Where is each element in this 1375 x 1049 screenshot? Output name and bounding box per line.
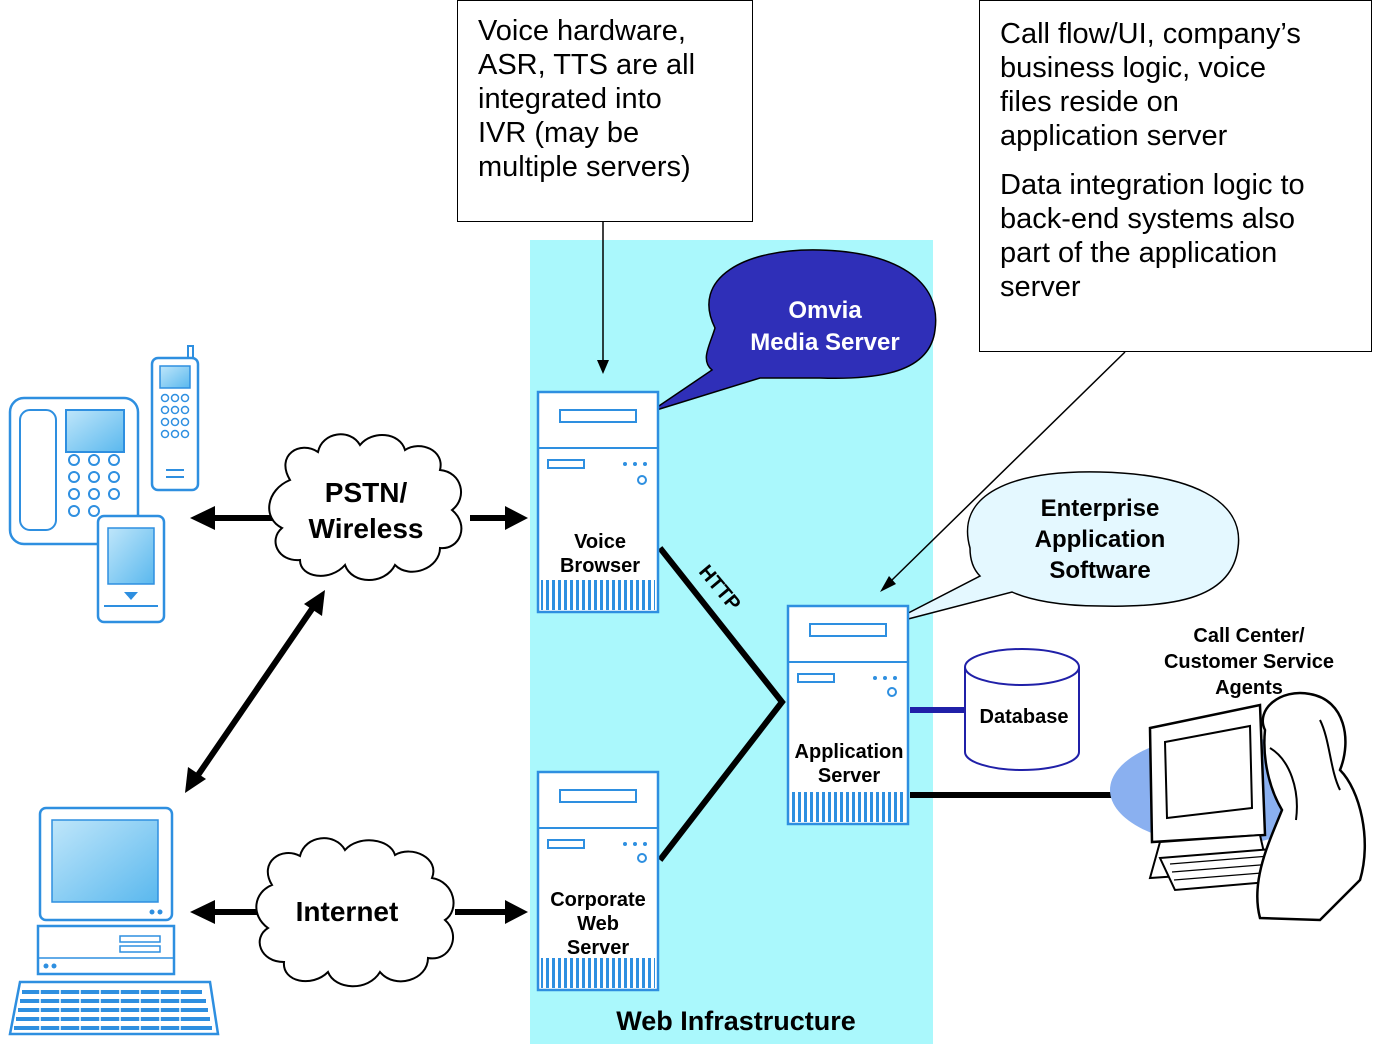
- call-center-agent-icon: [1110, 691, 1366, 922]
- database-cylinder: [964, 648, 1080, 771]
- application-server-line2: Server: [818, 765, 880, 787]
- omvia-line2: Media Server: [750, 329, 899, 356]
- application-server-line1: Application: [795, 741, 904, 763]
- agents-line3: Agents: [1215, 677, 1283, 699]
- arrows: [185, 506, 528, 924]
- cloud-labels: PSTN/ Wireless Internet: [296, 477, 424, 927]
- ivr-callout-line2: ASR, TTS are all: [478, 49, 696, 81]
- agents-line1: Call Center/: [1193, 625, 1305, 647]
- desk-phone-icon: [8, 396, 140, 546]
- server-labels: Voice Browser Corporate Web Server Appli…: [550, 531, 903, 959]
- corporate-web-line3: Server: [567, 937, 629, 959]
- omvia-line1: Omvia: [788, 297, 862, 324]
- web-infrastructure-label: Web Infrastructure: [616, 1006, 856, 1036]
- ivr-callout-line4: IVR (may be: [478, 117, 640, 149]
- ivr-callout-line3: integrated into: [478, 83, 662, 115]
- app-callout-p1-line3: files reside on: [1000, 86, 1179, 118]
- voice-browser-line2: Browser: [560, 555, 640, 577]
- app-callout-p2-line1: Data integration logic to: [1000, 169, 1305, 201]
- corporate-web-server: [536, 770, 660, 992]
- agents-line2: Customer Service: [1164, 651, 1334, 673]
- omvia-bubble: [649, 249, 937, 413]
- enterprise-line3: Software: [1049, 557, 1150, 584]
- app-callout-p2-line3: part of the application: [1000, 237, 1278, 269]
- desktop-computer-icon: [8, 806, 220, 1036]
- http-link: [657, 546, 786, 862]
- pda-icon: [96, 514, 166, 624]
- application-server: [786, 604, 910, 826]
- ivr-callout-line5: multiple servers): [478, 151, 691, 183]
- enterprise-line1: Enterprise: [1041, 495, 1160, 522]
- pstn-cloud: [268, 433, 463, 581]
- ivr-callout-line1: Voice hardware,: [478, 15, 686, 47]
- app-callout-p2-line4: server: [1000, 271, 1081, 303]
- internet-cloud: [255, 837, 455, 988]
- cordless-phone-icon: [150, 345, 200, 492]
- enterprise-line2: Application: [1035, 526, 1166, 553]
- voice-browser-server: [536, 390, 660, 614]
- enterprise-bubble-text: Enterprise Application Software: [1035, 495, 1166, 584]
- app-callout-p1-line4: application server: [1000, 120, 1228, 152]
- pstn-label-line2: Wireless: [309, 513, 424, 544]
- app-callout-p1-line1: Call flow/UI, company’s: [1000, 18, 1301, 50]
- internet-label: Internet: [296, 896, 399, 927]
- pstn-label-line1: PSTN/: [325, 477, 408, 508]
- app-callout-p2-line2: back-end systems also: [1000, 203, 1295, 235]
- agents-label: Call Center/ Customer Service Agents: [1164, 625, 1334, 699]
- callout-pointers: [597, 220, 1126, 592]
- omvia-bubble-text: Omvia Media Server: [750, 297, 899, 356]
- enterprise-bubble: [884, 471, 1240, 626]
- corporate-web-line1: Corporate: [550, 889, 646, 911]
- app-callout-p1-line2: business logic, voice: [1000, 52, 1266, 84]
- voice-browser-line1: Voice: [574, 531, 626, 553]
- corporate-web-line2: Web: [577, 913, 619, 935]
- app-server-callout: Call flow/UI, company’s business logic, …: [979, 0, 1372, 352]
- database-label: Database: [980, 706, 1069, 728]
- ivr-callout: Voice hardware, ASR, TTS are all integra…: [457, 0, 753, 222]
